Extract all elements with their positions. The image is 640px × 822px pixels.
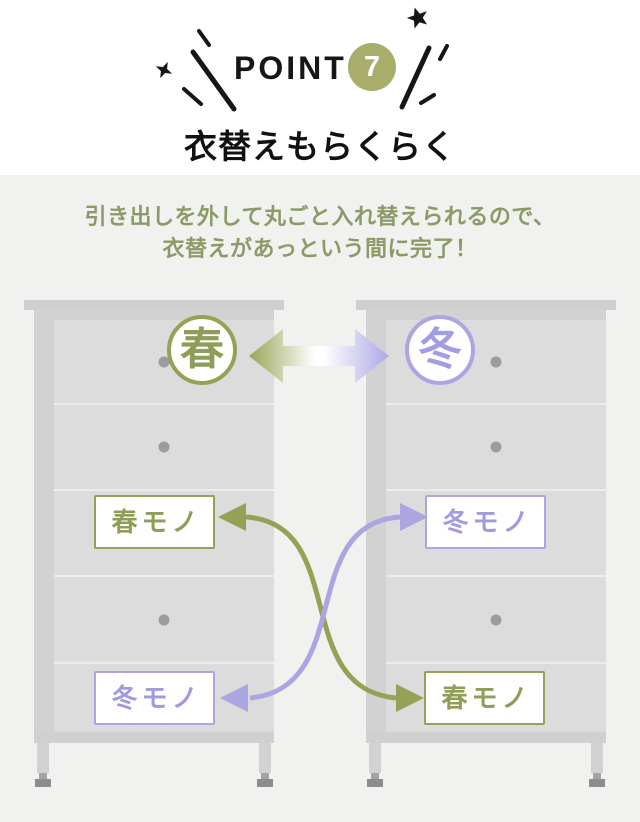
intro-line-2: 衣替えがあっという間に完了！ — [162, 236, 478, 261]
drawer-divider — [54, 403, 274, 405]
chest-foot — [35, 773, 51, 787]
right-chest-top-board — [356, 300, 616, 310]
right-lower-dash-icon — [419, 93, 436, 105]
left-drawer5-label: 冬モノ — [94, 671, 215, 725]
chest-foot — [257, 773, 273, 787]
chest-leg — [259, 743, 271, 773]
left-short-dash-icon — [197, 29, 211, 47]
left-chest-bottom-rail — [34, 732, 274, 743]
sparkle-star-left-icon — [155, 61, 173, 79]
left-long-slash-icon — [190, 49, 237, 112]
winter-season-badge: 冬 — [405, 315, 475, 385]
point-number-badge: 7 — [348, 43, 396, 91]
drawer-knob — [490, 356, 502, 368]
page-title: 衣替えもらくらく — [184, 128, 456, 165]
chest-leg — [369, 743, 381, 773]
drawer-knob — [490, 441, 502, 453]
intro-text: 引き出しを外して丸ごと入れ替えられるので、 衣替えがあっという間に完了！ — [0, 201, 640, 265]
right-short-dash-icon — [438, 44, 449, 61]
right-drawer3-label: 冬モノ — [425, 495, 546, 549]
drawer-knob — [158, 441, 170, 453]
drawer-divider — [54, 575, 274, 577]
drawer-knob — [158, 614, 170, 626]
right-long-slash-icon — [399, 45, 432, 110]
chest-foot — [367, 773, 383, 787]
left-lower-dash-icon — [182, 87, 203, 106]
point-label: POINT — [234, 50, 347, 86]
left-chest-top-board — [24, 300, 284, 310]
drawer-knob — [490, 614, 502, 626]
drawer-divider — [386, 662, 606, 664]
drawer-divider — [54, 489, 274, 491]
chest-foot — [589, 773, 605, 787]
sparkle-star-right-icon — [406, 7, 428, 29]
spring-season-badge: 春 — [167, 315, 237, 385]
intro-line-1: 引き出しを外して丸ごと入れ替えられるので、 — [84, 204, 556, 229]
chest-leg — [591, 743, 603, 773]
drawer-divider — [54, 662, 274, 664]
right-drawer5-label: 春モノ — [424, 671, 545, 725]
left-drawer3-label: 春モノ — [94, 495, 215, 549]
drawer-knob — [158, 356, 170, 368]
drawer-divider — [386, 575, 606, 577]
drawer-divider — [386, 403, 606, 405]
right-chest-bottom-rail — [366, 732, 606, 743]
drawer-divider — [386, 489, 606, 491]
header-section: POINT 7 衣替えもらくらく — [0, 0, 640, 175]
chest-leg — [37, 743, 49, 773]
